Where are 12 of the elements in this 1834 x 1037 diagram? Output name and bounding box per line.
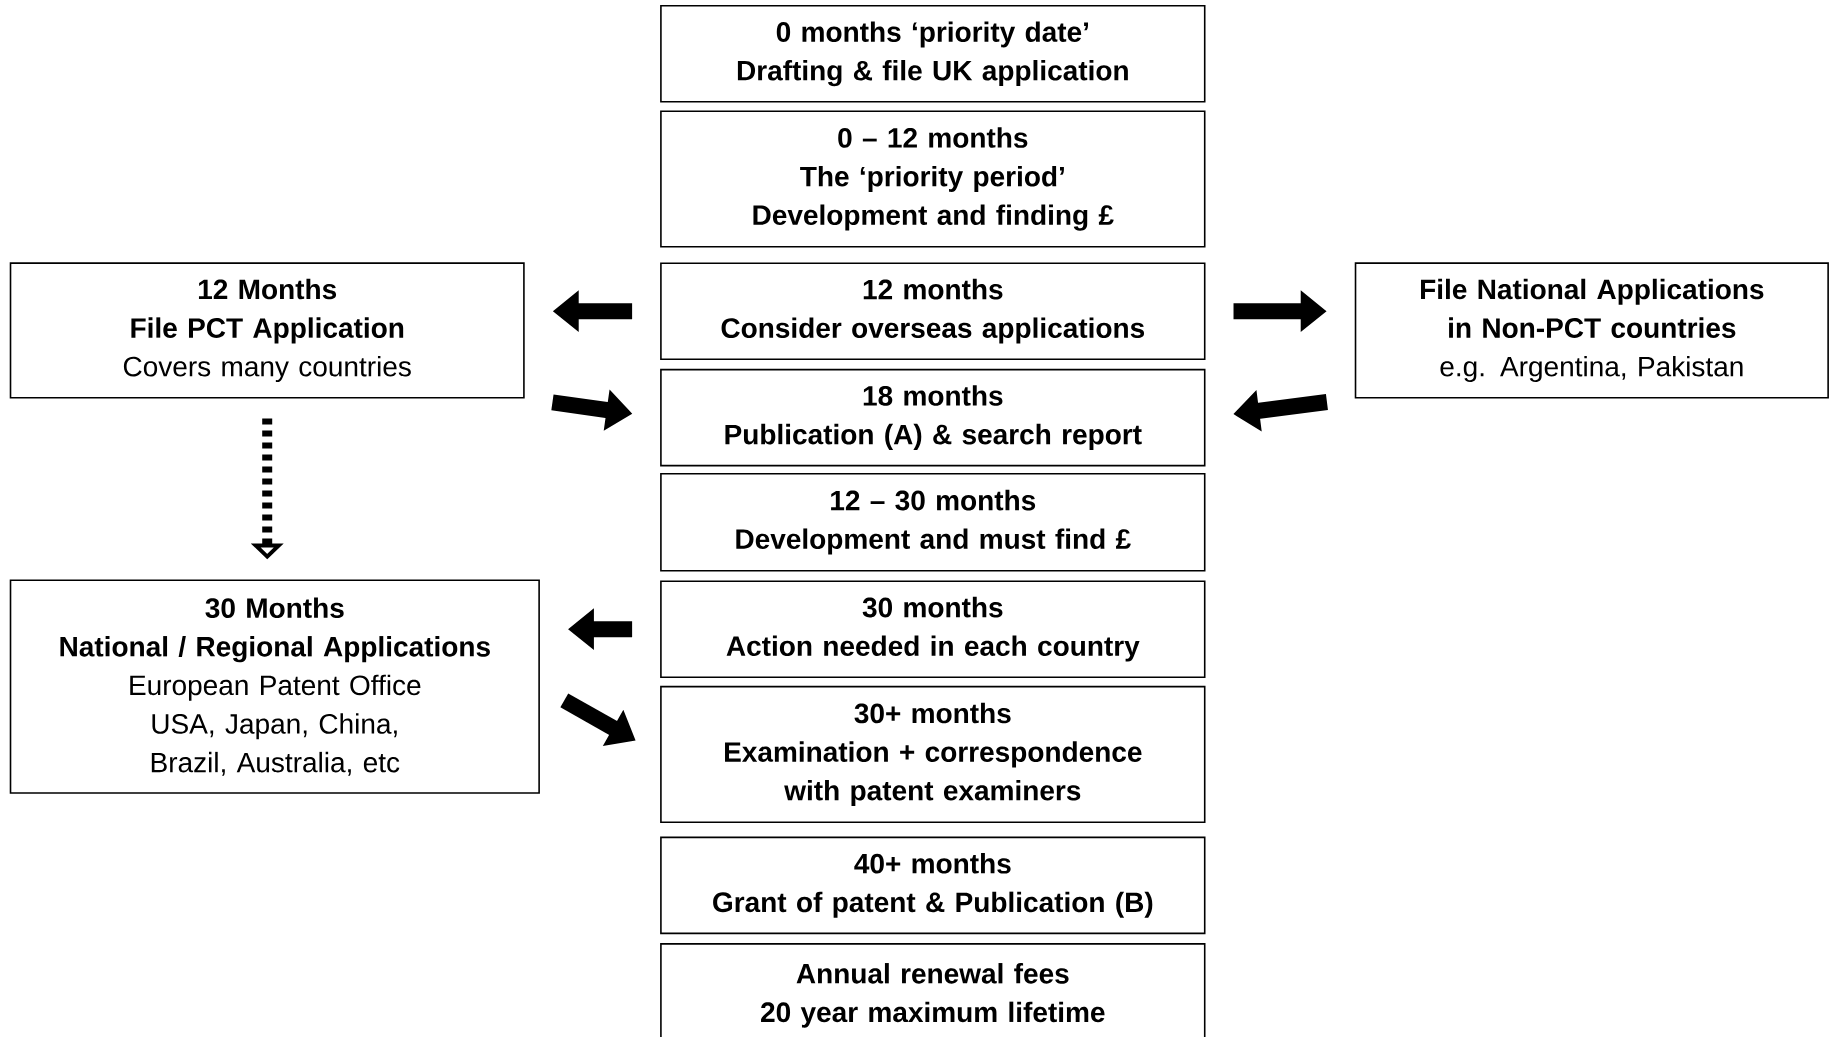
- process-box: 0 months ‘priority date’ Drafting & file UK application: [660, 4, 1206, 103]
- process-box: 18 months Publication (A) & search report: [660, 368, 1206, 467]
- process-box: 12 – 30 months Development and must find £: [660, 472, 1206, 572]
- process-box: 12 Months File PCT Application Covers many countries: [9, 262, 525, 399]
- process-box: 0 – 12 months The ‘priority period’ Development and finding £: [660, 110, 1206, 248]
- process-box: 30 Months National / Regional Applications European Patent Office USA, Japan, China, Brazil, Australia, etc: [9, 579, 540, 794]
- process-box: 12 months Consider overseas applications: [660, 262, 1206, 360]
- process-box: File National Applications in Non-PCT countries e.g. Argentina, Pakistan: [1354, 262, 1829, 399]
- process-box: 30+ months Examination + correspondence with patent examiners: [660, 685, 1206, 823]
- process-box: 30 months Action needed in each country: [660, 580, 1206, 678]
- process-box: 40+ months Grant of patent & Publication (B): [660, 836, 1206, 934]
- process-box: Annual renewal fees 20 year maximum lifetime: [660, 942, 1206, 1037]
